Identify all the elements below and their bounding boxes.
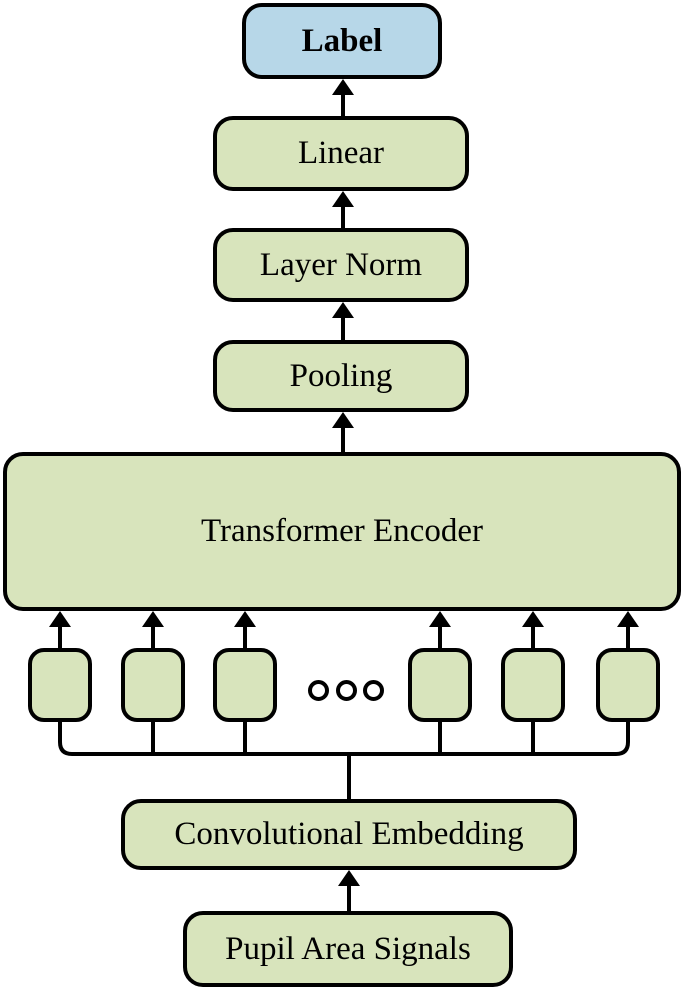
pupil-area-signals-block: Pupil Area Signals <box>183 911 513 987</box>
ellipsis <box>308 678 384 702</box>
token-box-4 <box>408 648 472 722</box>
arrowhead-token-6 <box>617 611 639 627</box>
layer-norm-text: Layer Norm <box>259 246 423 283</box>
arrowhead-label <box>332 79 354 95</box>
arrowhead-conv <box>338 870 360 886</box>
token-bus <box>58 722 630 756</box>
convolutional-embedding-text: Convolutional Embedding <box>174 816 524 852</box>
ellipsis-dot <box>335 679 357 701</box>
arrowhead-token-3 <box>234 611 256 627</box>
token-box-6 <box>596 648 660 722</box>
pooling-text: Pooling <box>289 357 393 394</box>
token-box-2 <box>121 648 185 722</box>
layer-norm-block: Layer Norm <box>213 228 469 302</box>
arrowhead-layer-norm <box>332 302 354 318</box>
linear-text: Linear <box>297 135 385 171</box>
ellipsis-dot <box>363 679 384 701</box>
token-box-3 <box>213 648 277 722</box>
label-text: Label <box>301 22 383 59</box>
ellipsis-dot <box>308 679 329 701</box>
arrowhead-token-4 <box>429 611 451 627</box>
transformer-encoder-block: Transformer Encoder <box>3 452 681 611</box>
linear-block: Linear <box>213 116 469 191</box>
convolutional-embedding-block: Convolutional Embedding <box>121 799 577 870</box>
label-block: Label <box>242 3 442 79</box>
token-box-1 <box>28 648 92 722</box>
arrowhead-token-2 <box>142 611 164 627</box>
pupil-area-signals-text: Pupil Area Signals <box>225 930 471 967</box>
arrowhead-pooling <box>332 412 354 428</box>
token-box-5 <box>501 648 565 722</box>
pooling-block: Pooling <box>213 340 469 412</box>
transformer-encoder-text: Transformer Encoder <box>201 513 483 549</box>
arrowhead-linear <box>332 191 354 207</box>
arrowhead-token-5 <box>522 611 544 627</box>
arrowhead-token-1 <box>49 611 71 627</box>
